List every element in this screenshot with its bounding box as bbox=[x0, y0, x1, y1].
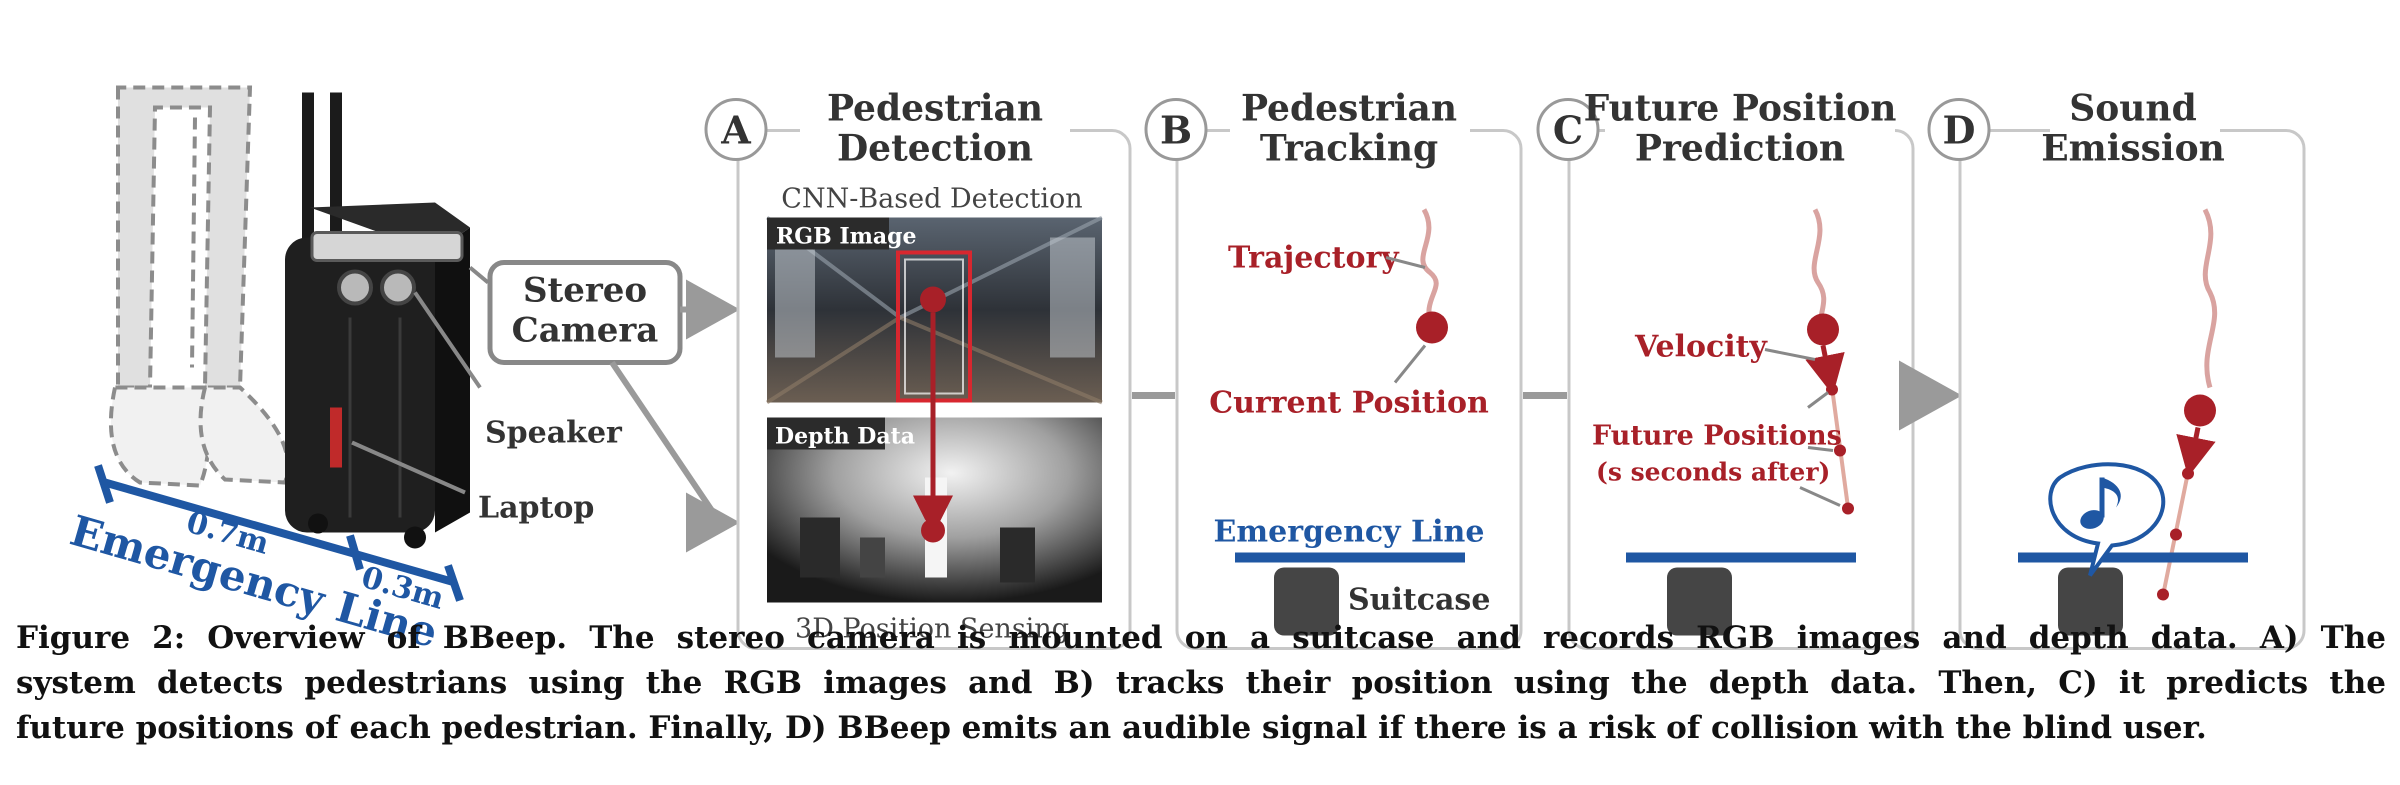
camera-to-depth-line bbox=[609, 360, 723, 525]
panel-a-pedestrian-detection: A Pedestrian Detection CNN-Based Detecti… bbox=[704, 88, 1132, 650]
panel-b-title-line2: Tracking bbox=[1260, 128, 1438, 170]
stereo-camera-device bbox=[310, 231, 464, 262]
panel-c-future-position-prediction: C Future Position Prediction Velocity Fu… bbox=[1536, 88, 1915, 650]
laptop-indicator bbox=[330, 407, 342, 468]
future-position-d3 bbox=[2157, 588, 2169, 601]
figure-caption: Figure 2: Overview of BBeep. The stereo … bbox=[16, 616, 2386, 751]
panel-c-letter: C bbox=[1553, 108, 1583, 153]
current-position-dot bbox=[1416, 311, 1448, 344]
panel-c-title-line2: Prediction bbox=[1635, 128, 1845, 170]
emergency-line-c bbox=[1626, 552, 1856, 563]
panel-c-frame bbox=[1567, 129, 1915, 650]
music-note-icon bbox=[2080, 477, 2121, 529]
panel-d-title-line1: Sound bbox=[2069, 88, 2197, 130]
suitcase-b-label: Suitcase bbox=[1348, 583, 1490, 618]
panel-a-badge bbox=[704, 98, 768, 161]
future-position-d1 bbox=[2182, 467, 2194, 480]
depth-position-point bbox=[921, 518, 945, 543]
laptop-label: Laptop bbox=[478, 491, 594, 526]
current-position-dot-d bbox=[2184, 394, 2216, 427]
position-sensing-caption: 3D Position Sensing bbox=[795, 614, 1069, 645]
future-position-1 bbox=[1826, 383, 1838, 396]
panel-d-title-line2: Emission bbox=[2041, 128, 2225, 170]
future-position-3 bbox=[1842, 502, 1854, 515]
suitcase-c bbox=[1667, 567, 1732, 636]
caption-line-1: Figure 2: Overview of BBeep. The stereo … bbox=[16, 620, 2386, 656]
future-position-d2 bbox=[2170, 528, 2182, 541]
panel-a-title-line2: Detection bbox=[837, 128, 1033, 170]
panel-a-title-line1: Pedestrian bbox=[827, 88, 1043, 130]
current-position-label: Current Position bbox=[1209, 386, 1489, 421]
caption-line-3: future positions of each pedestrian. Fin… bbox=[16, 710, 2207, 746]
speaker-left bbox=[337, 269, 373, 306]
panel-b-letter: B bbox=[1160, 108, 1192, 153]
future-positions-label: Future Positions bbox=[1592, 421, 1842, 452]
user-legs-illustration bbox=[108, 85, 290, 488]
velocity-label: Velocity bbox=[1634, 330, 1769, 365]
trajectory-label: Trajectory bbox=[1228, 241, 1400, 276]
suitcase-b bbox=[1274, 567, 1339, 636]
panel-c-title-line1: Future Position bbox=[1584, 88, 1897, 130]
rgb-image-tag: RGB Image bbox=[776, 224, 917, 250]
suitcase-d bbox=[2058, 567, 2123, 636]
panel-d-sound-emission: D Sound Emission bbox=[1927, 88, 2306, 650]
pedestrian-head bbox=[920, 286, 946, 313]
suitcase-image bbox=[285, 92, 470, 549]
panel-d-badge bbox=[1927, 98, 1991, 161]
stereo-camera-label-line2: Camera bbox=[512, 311, 659, 351]
panel-c-badge bbox=[1536, 98, 1600, 161]
stereo-camera-label-line1: Stereo bbox=[523, 271, 647, 311]
panel-b-badge bbox=[1144, 98, 1208, 161]
panel-d-letter: D bbox=[1943, 108, 1976, 153]
panel-b-pedestrian-tracking: B Pedestrian Tracking Trajectory Current… bbox=[1144, 88, 1523, 650]
caption-line-2: system detects pedestrians using the RGB… bbox=[16, 665, 2386, 701]
emergency-line-b-label: Emergency Line bbox=[1214, 515, 1485, 550]
emergency-line-d bbox=[2018, 552, 2248, 563]
current-position-dot-c bbox=[1807, 313, 1839, 346]
panel-a-letter: A bbox=[720, 108, 751, 153]
trajectory-path-d bbox=[2202, 208, 2218, 389]
suitcase-photo: Stereo Camera Speaker Laptop 0.7m 0.3m E… bbox=[65, 85, 740, 657]
speaker-label: Speaker bbox=[485, 416, 623, 451]
sound-bubble bbox=[2048, 462, 2166, 577]
velocity-vector-d bbox=[2176, 427, 2216, 478]
depth-data-tag: Depth Data bbox=[775, 424, 915, 450]
speaker-right bbox=[380, 269, 416, 306]
future-position-2 bbox=[1834, 444, 1846, 457]
panel-b-title-line1: Pedestrian bbox=[1241, 88, 1457, 130]
velocity-vector bbox=[1805, 345, 1845, 396]
future-positions-sub: (s seconds after) bbox=[1596, 458, 1830, 487]
cnn-detection-caption: CNN-Based Detection bbox=[781, 184, 1082, 215]
emergency-line-b bbox=[1235, 552, 1465, 563]
panel-d-frame bbox=[1958, 129, 2306, 650]
trajectory-path bbox=[1420, 208, 1439, 329]
